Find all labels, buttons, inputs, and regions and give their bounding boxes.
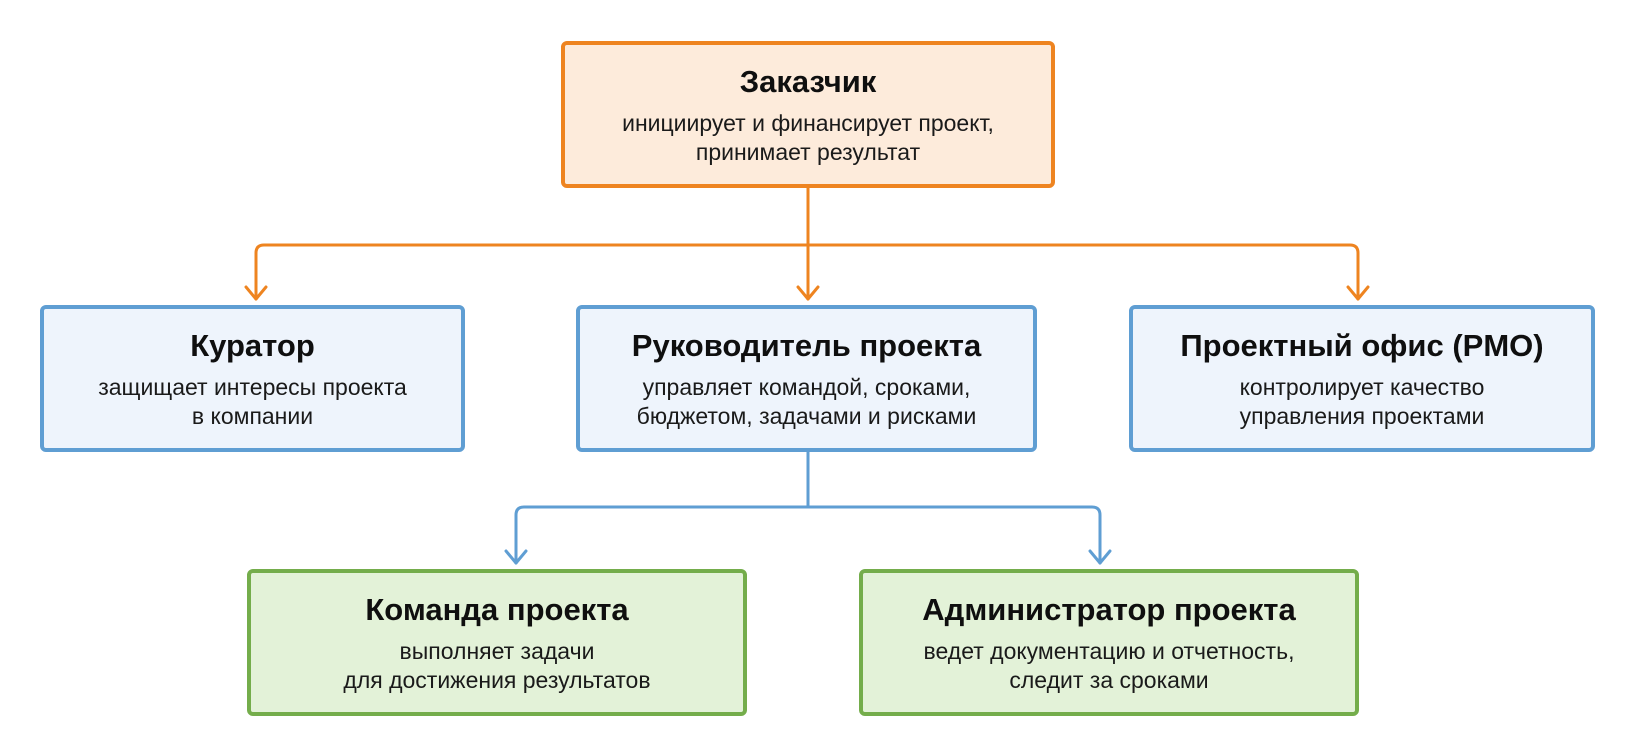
- arrowhead-curator: [244, 285, 268, 301]
- node-project-team-desc-line: для достижения результатов: [343, 666, 651, 693]
- node-curator-desc-line: защищает интересы проекта: [98, 373, 407, 400]
- node-project-team-description: выполняет задачи для достижения результа…: [343, 637, 650, 695]
- arrowhead-manager: [796, 285, 820, 301]
- arrowhead-pmo: [1346, 285, 1370, 301]
- node-curator: Куратор защищает интересы проекта в комп…: [40, 305, 465, 452]
- node-pmo-desc-line: управления проектами: [1239, 402, 1485, 429]
- node-pmo-desc-line: контролирует качество: [1239, 373, 1485, 400]
- node-project-manager-title: Руководитель проекта: [631, 327, 982, 363]
- node-customer-description: инициирует и финансирует проект, принима…: [622, 109, 994, 167]
- node-project-manager-description: управляет командой, сроками, бюджетом, з…: [637, 373, 977, 431]
- node-curator-desc-line: в компании: [191, 402, 314, 429]
- node-project-team-title: Команда проекта: [365, 591, 629, 627]
- node-customer: Заказчик инициирует и финансирует проект…: [561, 41, 1055, 188]
- node-customer-desc-line: принимает результат: [695, 138, 921, 165]
- arrowhead-team: [504, 549, 528, 565]
- node-project-admin-desc-line: следит за сроками: [1009, 666, 1209, 693]
- node-project-admin: Администратор проекта ведет документацию…: [859, 569, 1359, 716]
- node-project-team: Команда проекта выполняет задачи для дос…: [247, 569, 747, 716]
- node-curator-description: защищает интересы проекта в компании: [98, 373, 407, 431]
- node-pmo-title: Проектный офис (PMO): [1180, 327, 1544, 363]
- arrowhead-admin: [1088, 549, 1112, 565]
- node-pmo: Проектный офис (PMO) контролирует качест…: [1129, 305, 1595, 452]
- node-project-admin-desc-line: ведет документацию и отчетность,: [923, 637, 1295, 664]
- connector-customer-bus: [254, 243, 1360, 301]
- node-project-manager: Руководитель проекта управляет командой,…: [576, 305, 1037, 452]
- connector-manager-bus: [514, 505, 1102, 565]
- node-customer-desc-line: инициирует и финансирует проект,: [622, 109, 994, 136]
- node-project-admin-title: Администратор проекта: [922, 591, 1296, 627]
- node-project-manager-desc-line: бюджетом, задачами и рисками: [636, 402, 977, 429]
- node-customer-title: Заказчик: [739, 63, 877, 99]
- node-project-manager-desc-line: управляет командой, сроками,: [642, 373, 971, 400]
- node-project-team-desc-line: выполняет задачи: [399, 637, 595, 664]
- node-pmo-description: контролирует качество управления проекта…: [1240, 373, 1485, 431]
- node-project-admin-description: ведет документацию и отчетность, следит …: [924, 637, 1295, 695]
- node-curator-title: Куратор: [190, 327, 315, 363]
